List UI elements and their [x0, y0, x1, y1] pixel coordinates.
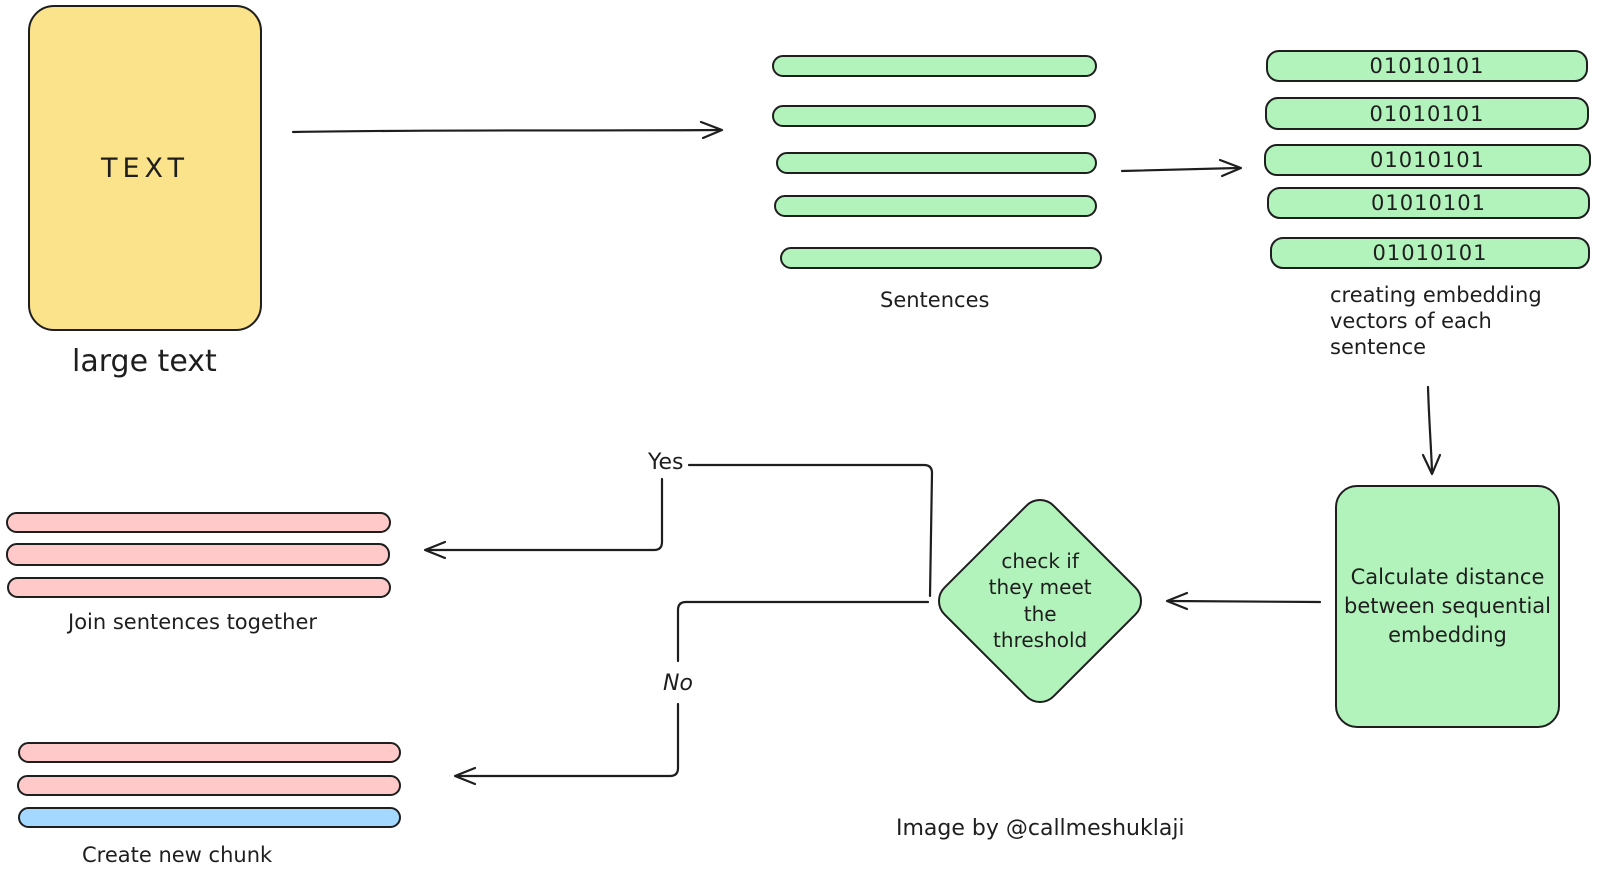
threshold-decision-line: check if: [1001, 549, 1079, 574]
connector-no-path: [453, 600, 930, 786]
connector-yes-path: [423, 463, 934, 598]
embedding-bar-label: 01010101: [1370, 148, 1485, 172]
chunk-caption: Create new chunk: [82, 843, 273, 867]
arrow-text-to-sentences: [291, 120, 724, 140]
embeddings-caption-line: creating embedding: [1330, 283, 1542, 307]
join-bar: [6, 543, 390, 566]
large-text-box: TEXT: [28, 5, 262, 331]
join-bar: [7, 577, 391, 598]
large-text-box-label: TEXT: [100, 152, 190, 184]
sentence-bar: [774, 195, 1097, 217]
attribution-text: Image by @callmeshuklaji: [896, 816, 1185, 841]
arrow-embeddings-to-calculate: [1421, 385, 1442, 476]
embedding-bar: 01010101: [1264, 144, 1591, 176]
embeddings-caption-line: vectors of each: [1330, 309, 1492, 333]
calculate-distance-line: embedding: [1388, 622, 1507, 647]
large-text-caption: large text: [72, 344, 217, 379]
calculate-distance-box: Calculate distance between sequential em…: [1335, 485, 1560, 728]
embedding-bar-label: 01010101: [1369, 54, 1485, 78]
sentence-bar: [780, 247, 1102, 269]
edge-label-yes: Yes: [648, 450, 684, 475]
threshold-decision-line: the: [1023, 602, 1057, 626]
calculate-distance-line: Calculate distance: [1350, 565, 1545, 590]
join-caption: Join sentences together: [68, 610, 318, 634]
threshold-decision-text: check if they meet the threshold: [964, 548, 1116, 654]
threshold-decision-line: threshold: [992, 628, 1088, 653]
threshold-decision-line: they meet: [988, 575, 1092, 600]
join-bar: [6, 512, 391, 533]
embedding-bar-label: 01010101: [1372, 241, 1488, 265]
edge-label-no: No: [663, 671, 693, 696]
calculate-distance-line: between sequential: [1344, 594, 1551, 619]
chunk-bar: [18, 742, 401, 763]
embedding-bar: 01010101: [1270, 237, 1590, 269]
embedding-bar: 01010101: [1267, 187, 1590, 219]
sentences-caption: Sentences: [880, 288, 990, 312]
embedding-bar: 01010101: [1266, 50, 1588, 82]
sentence-bar: [772, 105, 1096, 127]
embeddings-caption: creating embedding vectors of each sente…: [1330, 282, 1542, 360]
chunk-bar-new: [18, 807, 401, 828]
embedding-bar-label: 01010101: [1371, 191, 1486, 215]
sentence-bar: [772, 55, 1097, 77]
embeddings-caption-line: sentence: [1330, 335, 1427, 359]
arrow-calculate-to-decision: [1165, 591, 1322, 611]
chunk-bar: [17, 775, 401, 796]
calculate-distance-text: Calculate distance between sequential em…: [1337, 487, 1558, 726]
embedding-bar-label: 01010101: [1369, 101, 1485, 126]
sentence-bar: [776, 152, 1097, 174]
arrow-sentences-to-embeddings: [1120, 158, 1243, 178]
embedding-bar: 01010101: [1265, 97, 1589, 130]
